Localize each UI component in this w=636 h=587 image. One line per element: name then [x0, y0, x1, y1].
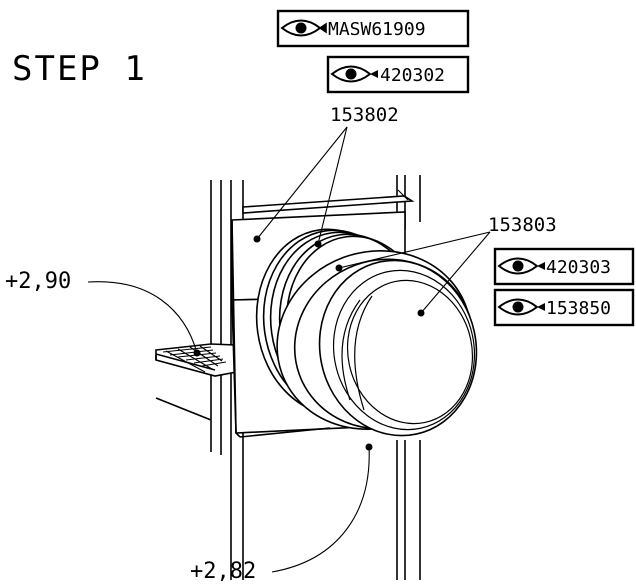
elevation-lower: +2,82	[190, 559, 256, 584]
reference-code: 153850	[546, 298, 611, 319]
part-label-duct-sleeve: 153803	[488, 214, 557, 236]
reference-box-153850: 153850	[493, 288, 635, 327]
reference-code: MASW61909	[328, 19, 426, 40]
duct-sleeve	[193, 228, 478, 451]
eye-icon	[497, 298, 545, 316]
reference-box-420302: 420302	[326, 55, 470, 94]
elevation-upper: +2,90	[5, 269, 71, 294]
leader-lines	[87, 126, 491, 573]
eye-icon	[280, 19, 327, 37]
reference-box-masw61909: MASW61909	[276, 9, 470, 48]
reference-code: 420302	[380, 65, 445, 86]
eye-icon	[497, 257, 545, 275]
top-lintel	[242, 189, 415, 214]
part-label-panel-adapter: 153802	[330, 104, 399, 126]
eye-icon	[330, 65, 378, 83]
reference-code: 420303	[546, 257, 611, 278]
reference-box-420303: 420303	[493, 247, 635, 286]
step-title: STEP 1	[12, 49, 147, 89]
